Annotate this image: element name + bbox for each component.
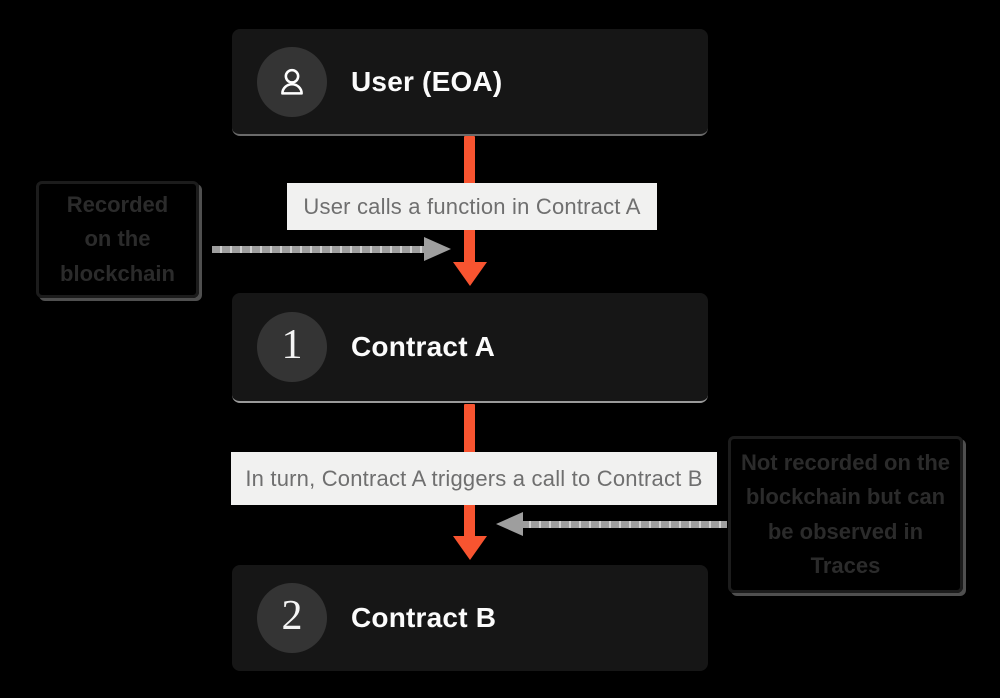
- edge-label-contract-call: In turn, Contract A triggers a call to C…: [231, 452, 717, 505]
- node-title-contract-a: Contract A: [351, 331, 496, 362]
- badge-number-1: 1: [281, 322, 303, 368]
- node-title-contract-b: Contract B: [351, 602, 497, 633]
- annotation-recorded-on-chain: Recorded on the blockchain: [36, 181, 199, 298]
- node-contract-b: 2 Contract B: [232, 565, 708, 671]
- user-avatar: [257, 46, 327, 117]
- annotation-not-recorded-traces: Not recorded on the blockchain but can b…: [728, 436, 963, 593]
- node-title-user: User (EOA): [351, 65, 503, 97]
- edge-label-user-call: User calls a function in Contract A: [287, 183, 657, 230]
- pointer-arrow-left-head: [424, 237, 451, 261]
- flow-arrow-a-to-b-head: [453, 536, 487, 560]
- pointer-arrow-right-shaft: [521, 521, 727, 528]
- badge-number-2: 2: [281, 593, 303, 639]
- node-contract-a: 1 Contract A: [232, 293, 708, 403]
- user-icon: [281, 68, 303, 95]
- node-user-eoa: User (EOA): [232, 29, 708, 136]
- flow-arrow-user-to-a-head: [453, 262, 487, 286]
- pointer-arrow-right-head: [496, 512, 523, 536]
- pointer-arrow-left-shaft: [212, 246, 426, 253]
- badge-step-1: 1: [257, 312, 327, 382]
- badge-step-2: 2: [257, 583, 327, 653]
